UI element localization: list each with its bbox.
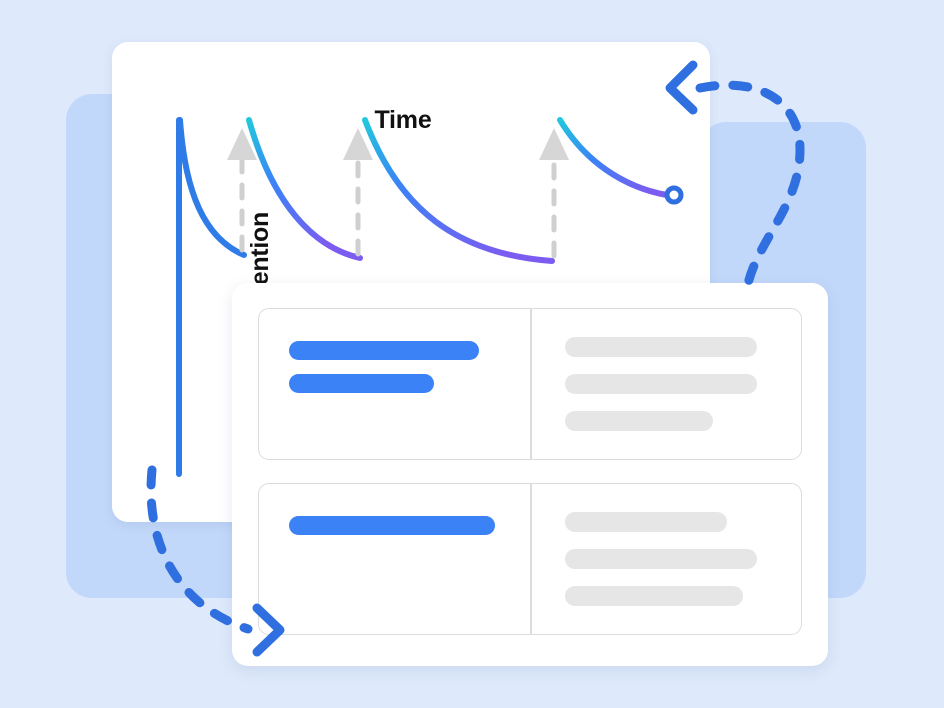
review-arrow-1 xyxy=(227,128,257,253)
decay-curve-2 xyxy=(246,117,363,261)
curve-endpoint-marker xyxy=(664,185,684,205)
chart-x-axis-title: Time xyxy=(374,106,432,134)
decay-curve-1 xyxy=(177,117,247,258)
content-bar xyxy=(565,586,743,606)
flashcard-front-1 xyxy=(259,309,530,459)
content-bar xyxy=(289,374,434,393)
content-bar xyxy=(289,516,495,535)
content-bar xyxy=(565,374,757,394)
flashcard-row-2[interactable] xyxy=(258,483,802,635)
flashcard-front-2 xyxy=(259,484,530,634)
flashcard-divider xyxy=(530,484,532,634)
content-bar xyxy=(565,512,727,532)
review-arrow-3 xyxy=(539,128,569,259)
flashcard-row-1[interactable] xyxy=(258,308,802,460)
flashcard-back-2 xyxy=(530,484,801,634)
content-bar xyxy=(565,337,757,357)
content-bar xyxy=(289,341,479,360)
decay-curve-4 xyxy=(557,117,670,198)
flashcard-divider xyxy=(530,309,532,459)
decay-curve-3 xyxy=(362,117,555,264)
review-arrow-2 xyxy=(343,128,373,257)
content-bar xyxy=(565,549,757,569)
flashcard-back-1 xyxy=(530,309,801,459)
forgetting-curve-plot xyxy=(176,117,684,477)
content-bar xyxy=(565,411,713,431)
flashcards-panel xyxy=(232,283,828,666)
